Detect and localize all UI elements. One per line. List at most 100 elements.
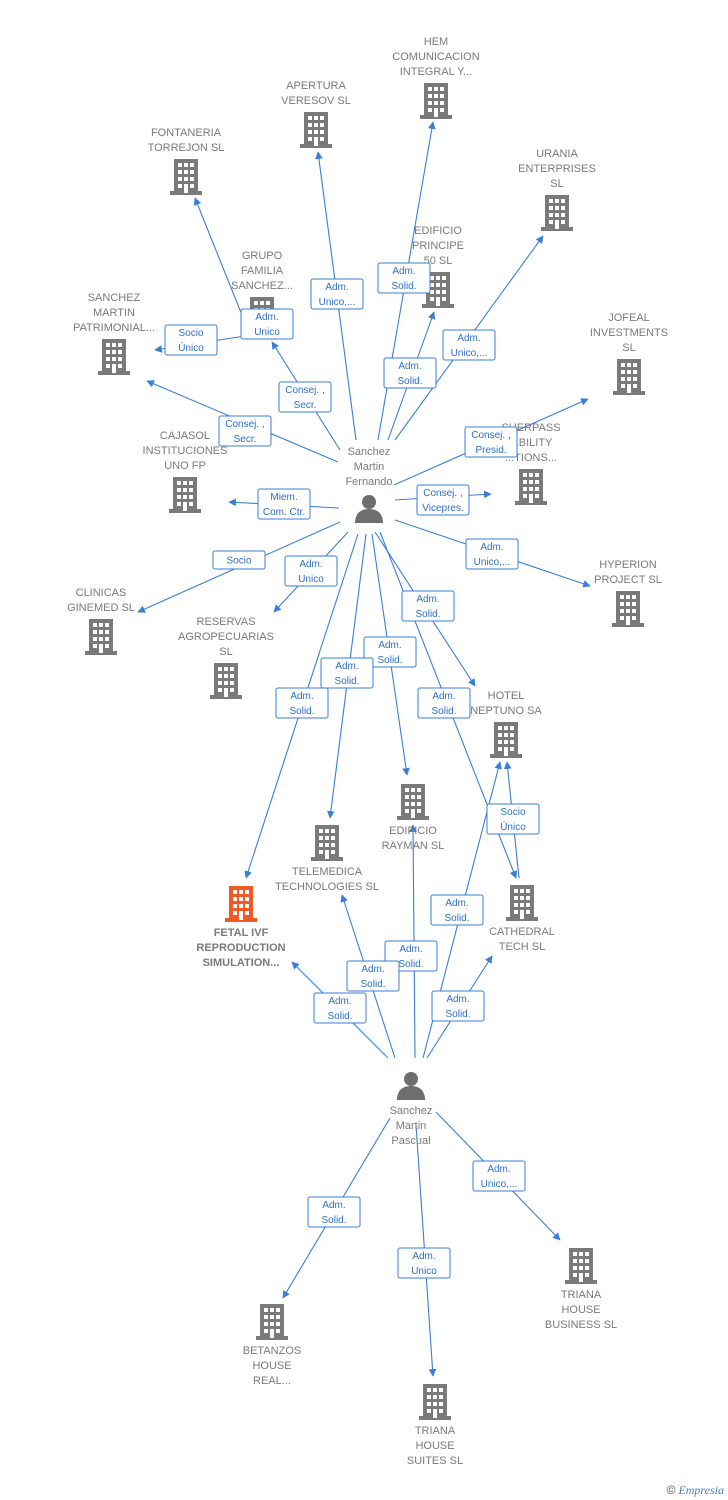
edge-label-text: Adm. (290, 691, 313, 702)
edge-label-text: Adm. (361, 964, 384, 975)
node-label-line: COMUNICACION (392, 51, 479, 63)
node-label-line: ...BILITY (510, 437, 553, 449)
edge-label-fernando-to-cajasol[interactable]: Miem.Com. Ctr. (257, 488, 311, 520)
edge-label-fernando-to-fetal[interactable]: Adm.Solid. (275, 687, 329, 719)
building-icon (169, 477, 201, 513)
edge-label-text: Adm. (335, 661, 358, 672)
edge-label-fernando-to-reservas[interactable]: Adm.Unico (284, 555, 338, 587)
edge-label-text: Adm. (392, 266, 415, 277)
node-label-line: FAMILIA (241, 265, 284, 277)
edge-label-text: Adm. (412, 1251, 435, 1262)
edge-label-text: Unico,... (319, 297, 356, 308)
edge-label-box (320, 657, 374, 689)
edge-label-text: Solid. (327, 1011, 352, 1022)
node-patrimonial[interactable]: SANCHEZMARTINPATRIMONIAL... (73, 292, 155, 375)
node-grupo[interactable]: GRUPOFAMILIASANCHEZ... (231, 250, 293, 333)
node-label-line: SL (622, 342, 635, 354)
edge-label-pascual-to-betanzos[interactable]: Adm.Solid. (307, 1196, 361, 1228)
edge-label-fernando-to-edificio50[interactable]: Adm.Solid. (383, 357, 437, 389)
edge-label-box (278, 381, 332, 413)
edge-label-text: Adm. (378, 640, 401, 651)
edge-label-fernando-to-jofeal[interactable]: Consej. ,Presid. (464, 426, 518, 458)
node-label-line: TRIANA (415, 1425, 456, 1437)
node-betanzos[interactable]: BETANZOSHOUSEREAL... (243, 1304, 301, 1387)
building-icon (397, 784, 429, 820)
edge-label-text: Solid. (360, 979, 385, 990)
edge-label-fernando-to-patrimonial[interactable]: Consej. ,Secr. (218, 415, 272, 447)
edge-label-pascual-to-triana_suites[interactable]: Adm. Unico (397, 1247, 451, 1279)
edge-label-fernando-to-clinicas[interactable]: Socio (212, 550, 266, 570)
node-label-line: HOTEL (488, 690, 525, 702)
building-icon (85, 619, 117, 655)
building-icon (541, 195, 573, 231)
edge-label-fernando-to-urania[interactable]: Adm.Unico,... (442, 329, 496, 361)
edge-label-fernando-to-fontaneria[interactable]: Adm.Unico (240, 308, 294, 340)
node-label-line: PRINCIPE (412, 240, 464, 252)
edge-label-pascual-to-triana_business[interactable]: Adm.Unico,... (472, 1160, 526, 1192)
edge-label-text: Único (178, 341, 204, 354)
edge-label-pascual-to-neptuno[interactable]: Adm.Solid. (430, 894, 484, 926)
node-label-line: Sanchez (390, 1105, 433, 1117)
edge-label-box (212, 550, 266, 570)
edge-label-pascual-to-telemedica[interactable]: Adm. Solid. (346, 960, 400, 992)
node-label-line: SIMULATION... (203, 957, 280, 969)
building-icon (506, 885, 538, 921)
edge-label-pascual-to-rayman[interactable]: Adm.Solid. (384, 940, 438, 972)
edge-label-fernando-to-hem[interactable]: Adm.Solid. (377, 262, 431, 294)
edge-label-fernando-to-telemedica[interactable]: Adm.Solid. (320, 657, 374, 689)
edge-label-fernando-to-apertura[interactable]: Adm. Unico,... (310, 278, 364, 310)
node-label-line: JOFEAL (608, 312, 650, 324)
edge-label-pascual-to-fetal[interactable]: Adm.Solid. (313, 992, 367, 1024)
edge-label-fernando-to-grupo[interactable]: Consej. ,Secr. (278, 381, 332, 413)
edge-label-pascual-to-cathedral[interactable]: Adm.Solid. (431, 990, 485, 1022)
node-label-line: SL (219, 646, 232, 658)
edge-label-text: Adm. (325, 282, 348, 293)
node-label-line: GINEMED SL (67, 602, 135, 614)
edge-label-fernando-to-sherpass[interactable]: Consej. ,Vicepres. (416, 484, 470, 516)
node-neptuno[interactable]: HOTEL NEPTUNO SA (470, 690, 542, 758)
node-fetal[interactable]: FETAL IVFREPRODUCTIONSIMULATION... (196, 886, 286, 969)
node-label-line: Pascual (391, 1135, 430, 1147)
node-label-line: APERTURA (286, 80, 346, 92)
edge-label-fernando-to-neptuno[interactable]: Adm.Solid. (401, 590, 455, 622)
edge-label-box (430, 894, 484, 926)
node-label-line: NEPTUNO SA (470, 705, 542, 717)
node-label-line: ENTERPRISES (518, 163, 596, 175)
edge-label-fernando-to-hyperion[interactable]: Adm.Unico,... (465, 538, 519, 570)
edge-label-text: Secr. (294, 400, 317, 411)
edge-label-text: Unico,... (481, 1179, 518, 1190)
edge-label-text: Unico (411, 1266, 437, 1277)
edge-label-box (383, 357, 437, 389)
edge-label-text: Adm. (416, 594, 439, 605)
edge-label-box (431, 990, 485, 1022)
edge-label-fernando-to-cathedral[interactable]: Adm.Solid. (417, 687, 471, 719)
edge-label-fernando-to-rayman[interactable]: Adm.Solid. (363, 636, 417, 668)
footer-brand[interactable]: © Empresia (667, 1483, 724, 1498)
building-icon (420, 83, 452, 119)
edge-label-box (240, 308, 294, 340)
node-label-line: INSTITUCIONES (143, 445, 228, 457)
node-label-line: BETANZOS (243, 1345, 301, 1357)
node-label-line: BUSINESS SL (545, 1319, 617, 1331)
node-label-line: HOUSE (415, 1440, 454, 1452)
edge-label-text: Solid. (445, 1009, 470, 1020)
